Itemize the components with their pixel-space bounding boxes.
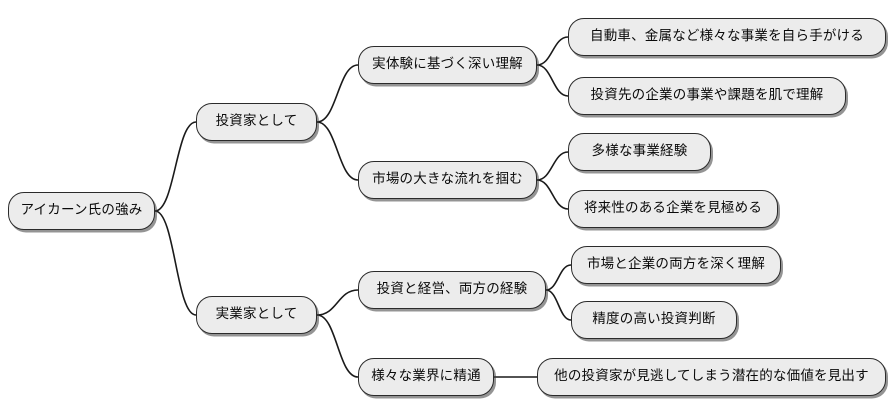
node-branch-investor-label: 投資家として <box>215 113 298 130</box>
edge-child-1-2-to-leaf-2 <box>536 179 569 210</box>
node-leaf-understand-market-and-company[interactable]: 市場と企業の両方を深く理解 <box>571 246 781 284</box>
node-leaf-hidden-value-label: 他の投資家が見逃してしまう潜在的な価値を見出す <box>554 368 869 385</box>
node-branch-businessman-label: 実業家として <box>215 306 298 323</box>
edge-child-2-1-to-leaf-1 <box>545 264 572 291</box>
edge-root-to-branch-2 <box>154 210 197 316</box>
node-child-market-trends[interactable]: 市場の大きな流れを掴む <box>358 161 537 199</box>
node-child-investment-management[interactable]: 投資と経営、両方の経験 <box>358 271 546 309</box>
edge-branch-1-to-child-1 <box>316 64 359 123</box>
node-root[interactable]: アイカーン氏の強み <box>8 192 155 230</box>
node-leaf-understand-market-and-company-label: 市場と企業の両方を深く理解 <box>586 256 766 273</box>
node-leaf-diverse-experience[interactable]: 多様な事業経験 <box>568 133 711 171</box>
node-child-market-trends-label: 市場の大きな流れを掴む <box>372 171 523 188</box>
node-leaf-hidden-value[interactable]: 他の投資家が見逃してしまう潜在的な価値を見出す <box>537 358 886 396</box>
node-leaf-firsthand-understanding[interactable]: 投資先の企業の事業や課題を肌で理解 <box>568 77 846 115</box>
node-child-deep-understanding-label: 実体験に基づく深い理解 <box>372 56 523 73</box>
node-leaf-diverse-experience-label: 多様な事業経験 <box>591 143 688 160</box>
node-root-label: アイカーン氏の強み <box>20 202 143 219</box>
node-branch-investor[interactable]: 投資家として <box>196 103 317 141</box>
node-leaf-identify-potential-companies-label: 将来性のある企業を見極める <box>583 200 763 217</box>
edge-child-2-1-to-leaf-2 <box>545 289 572 321</box>
edge-branch-2-to-child-2 <box>316 314 359 378</box>
edge-child-1-1-to-leaf-1 <box>536 36 569 66</box>
node-leaf-identify-potential-companies[interactable]: 将来性のある企業を見極める <box>568 190 778 228</box>
node-child-industry-expertise[interactable]: 様々な業界に精通 <box>358 358 494 396</box>
edge-branch-2-to-child-1 <box>316 289 359 316</box>
edge-branch-1-to-child-2 <box>316 121 359 181</box>
node-leaf-firsthand-understanding-label: 投資先の企業の事業や課題を肌で理解 <box>590 87 824 104</box>
node-child-investment-management-label: 投資と経営、両方の経験 <box>376 281 528 298</box>
node-leaf-own-businesses[interactable]: 自動車、金属など様々な事業を自ら手がける <box>568 18 886 56</box>
node-branch-businessman[interactable]: 実業家として <box>196 296 317 334</box>
node-leaf-own-businesses-label: 自動車、金属など様々な事業を自ら手がける <box>590 28 864 45</box>
edge-root-to-branch-1 <box>154 121 197 212</box>
edge-child-1-2-to-leaf-1 <box>536 151 569 181</box>
node-child-industry-expertise-label: 様々な業界に精通 <box>371 368 481 385</box>
node-leaf-high-precision-judgment-label: 精度の高い投資判断 <box>592 311 716 328</box>
node-child-deep-understanding[interactable]: 実体験に基づく深い理解 <box>358 46 537 84</box>
node-leaf-high-precision-judgment[interactable]: 精度の高い投資判断 <box>571 301 737 339</box>
edge-child-1-1-to-leaf-2 <box>536 64 569 97</box>
